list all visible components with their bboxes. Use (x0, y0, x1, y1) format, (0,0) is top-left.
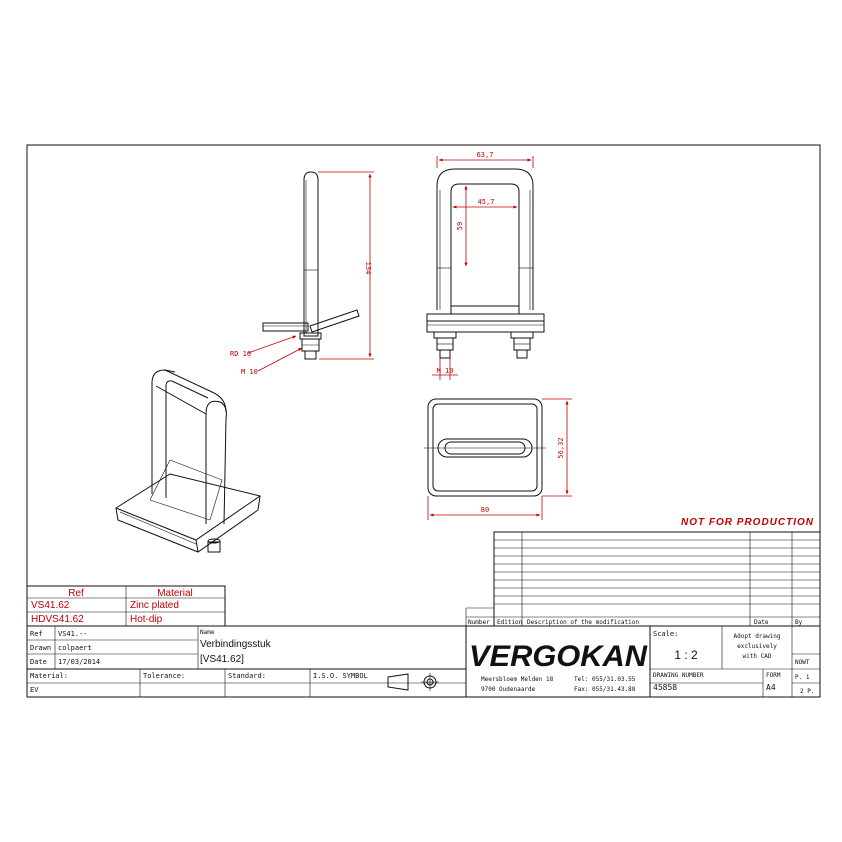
rev-header-number: Number (468, 619, 490, 626)
material-row-2: Hot-dip (130, 614, 163, 625)
ref-row-2: HDVS41.62 (31, 614, 84, 625)
tb-drawn-value: colpaert (58, 644, 92, 652)
tb-standard-label: Standard: (228, 672, 266, 680)
tb-nowt-label: NOWT (795, 659, 810, 666)
tb-material-label: Material: (30, 672, 68, 680)
tb-adopt-line1: Adopt drawing (734, 633, 781, 640)
tb-tel: Tel: 055/31.03.55 (574, 676, 636, 683)
tb-ref-label: Ref (30, 630, 43, 638)
ref-header: Ref (68, 588, 84, 599)
material-row-1: Zinc plated (130, 600, 179, 611)
tb-name-label: Name (200, 629, 215, 636)
tb-drawing-number-label: DRAWING NUMBER (653, 672, 704, 679)
tb-adopt-line2: exclusively (737, 643, 777, 650)
tb-scale-label: Scale: (653, 630, 678, 638)
revision-table: Number Edition Description of the modifi… (465, 531, 821, 627)
front-view: 63,7 45,7 59 M 10 (426, 151, 545, 380)
rev-header-edition: Edition (497, 619, 523, 626)
rev-header-description: Description of the modification (527, 619, 639, 626)
ref-row-1: VS41.62 (31, 600, 70, 611)
tb-ev-label: EV (30, 686, 39, 694)
tb-drawing-number: 45858 (653, 683, 677, 692)
dim-inner-height: 59 (456, 222, 464, 230)
tb-date-value: 17/03/2014 (58, 658, 100, 666)
tb-date-label: Date (30, 658, 47, 666)
drawing-frame (26, 144, 821, 698)
isometric-view (115, 369, 261, 553)
tb-tolerance-label: Tolerance: (143, 672, 185, 680)
projection-cone-icon (387, 673, 409, 691)
dim-washer: RD 10 (230, 350, 251, 358)
tb-address2: 9700 Oudenaarde (481, 686, 536, 693)
tb-pages-label: 2 P. (800, 688, 814, 695)
tb-address1: Meersbloem Melden 18 (481, 676, 554, 683)
material-header: Material (157, 588, 193, 599)
side-view: 134 RD 10 M 10 (230, 171, 374, 376)
ref-material-table: Ref Material VS41.62 Zinc plated HDVS41.… (26, 585, 226, 627)
stamp-not-for-production: NOT FOR PRODUCTION (681, 517, 814, 528)
dim-total-height: 134 (364, 262, 372, 275)
company-logo: VERGOKAN (469, 640, 648, 673)
tb-name-line1: Verbindingsstuk (200, 639, 272, 650)
tb-adopt-line3: with CAD (743, 653, 772, 660)
tb-fax: Fax: 055/31.43.88 (574, 686, 636, 693)
dim-inner-width: 45,7 (478, 198, 495, 206)
dim-thread-side: M 10 (241, 368, 258, 376)
dim-thread-front: M 10 (437, 367, 454, 375)
top-view: 56,32 80 (424, 398, 572, 520)
tb-name-line2: [VS41.62] (200, 654, 244, 665)
tb-form-value: A4 (766, 683, 776, 692)
tb-page-label: P. 1 (795, 674, 810, 681)
dim-plate-depth: 56,32 (557, 437, 565, 458)
dim-overall-width: 63,7 (477, 151, 494, 159)
tb-ref-value: VS41.-- (58, 630, 88, 638)
tb-form-label: FORM (766, 672, 781, 679)
title-block: Ref VS41.-- Drawn colpaert Date 17/03/20… (27, 625, 820, 697)
tb-scale-value: 1 : 2 (674, 648, 698, 662)
rev-header-date: Date (754, 619, 769, 626)
tb-drawn-label: Drawn (30, 644, 51, 652)
tb-iso-label: I.S.O. SYMBOL (313, 672, 368, 680)
dim-plate-width: 80 (481, 506, 489, 514)
rev-header-by: By (795, 619, 803, 626)
